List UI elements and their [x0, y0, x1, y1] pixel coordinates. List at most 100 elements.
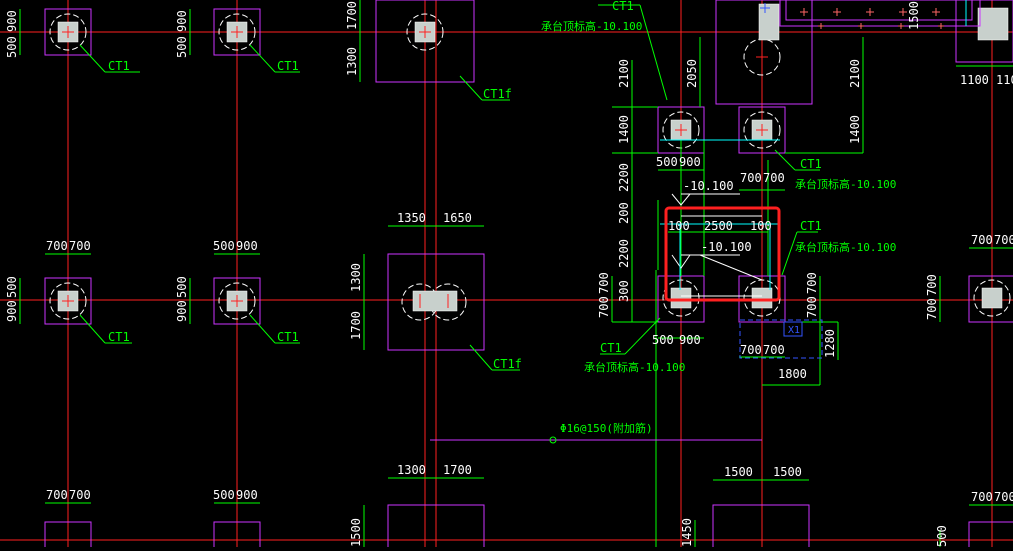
pile-cap-c1[interactable]	[44, 277, 92, 325]
dim-500: 500	[5, 276, 19, 298]
label-rebar: Φ16@150(附加筋)	[560, 421, 653, 435]
label-cap-elevation: 承台顶标高-10.100	[795, 177, 896, 191]
dim-900: 900	[679, 333, 701, 347]
label-ct1f: CT1f	[493, 357, 522, 371]
dim-900: 900	[5, 300, 19, 322]
pile-cap-a3[interactable]	[375, 0, 475, 83]
annotation-text: CT1 CT1 CT1f CT1 CT1 CT1f CT1 CT1 CT1 CT…	[108, 0, 896, 435]
label-ct1: CT1	[800, 219, 822, 233]
label-ct1: CT1	[612, 0, 634, 13]
dim-1300: 1300	[397, 463, 426, 477]
crosshair-cursor-icon	[760, 3, 770, 13]
label-ct1: CT1	[108, 330, 130, 344]
dim-2050: 2050	[685, 59, 699, 88]
pile-cap-c2[interactable]	[213, 277, 261, 325]
piles	[49, 13, 1011, 321]
dim-1100: 1100	[960, 73, 989, 87]
dim-1350: 1350	[397, 211, 426, 225]
dim-700: 700	[46, 488, 68, 502]
dim-1700: 1700	[443, 463, 472, 477]
rebar-line	[430, 436, 762, 444]
pile-cap-d2[interactable]	[213, 521, 261, 551]
dim-1700: 1700	[345, 1, 359, 30]
label-elevation: -10.100	[701, 240, 752, 254]
dim-500: 500	[213, 488, 235, 502]
dim-1500: 1500	[724, 465, 753, 479]
dim-700: 700	[994, 233, 1013, 247]
dim-700: 700	[971, 490, 993, 504]
label-cap-elevation: 承台顶标高-10.100	[795, 240, 896, 254]
dim-1800: 1800	[778, 367, 807, 381]
label-ct1: CT1	[277, 59, 299, 73]
pile-cap-c6[interactable]	[968, 275, 1013, 323]
dim-700: 700	[69, 239, 91, 253]
pile-caps	[44, 0, 1013, 551]
dim-500: 500	[656, 155, 678, 169]
dim-100: 100	[750, 219, 772, 233]
selection-rectangle[interactable]	[664, 206, 781, 302]
pile-cap-d4[interactable]	[712, 504, 810, 551]
dim-2500: 2500	[704, 219, 733, 233]
label-ct1: CT1	[277, 330, 299, 344]
label-ct1: CT1	[600, 341, 622, 355]
dim-1500: 1500	[349, 518, 363, 547]
dim-700: 700	[597, 272, 611, 294]
pile-cap-a2[interactable]	[213, 8, 261, 56]
label-ct1: CT1	[108, 59, 130, 73]
dim-500: 500	[5, 36, 19, 58]
pile-cap-d3[interactable]	[387, 504, 485, 551]
dim-900: 900	[175, 10, 189, 32]
pile-cap-c3[interactable]	[387, 253, 485, 351]
dim-900: 900	[175, 300, 189, 322]
label-cap-elevation: 承台顶标高-10.100	[541, 19, 642, 33]
dim-700: 700	[763, 171, 785, 185]
dim-700: 700	[597, 296, 611, 318]
pile-cap-d5[interactable]	[968, 521, 1013, 551]
label-elevation: -10.100	[683, 179, 734, 193]
dim-500: 500	[213, 239, 235, 253]
dim-1400: 1400	[617, 115, 631, 144]
dim-700: 700	[763, 343, 785, 357]
dimension-text-vertical: 500 900 500 900 900 500 900 500 1700 130…	[5, 1, 949, 547]
elevation-text: -10.100 -10.100	[683, 179, 752, 254]
dim-700: 700	[805, 296, 819, 318]
dim-700: 700	[971, 233, 993, 247]
dim-700: 700	[740, 343, 762, 357]
elevation-lines	[671, 193, 763, 297]
dim-1280: 1280	[823, 329, 837, 358]
pile-cap-d1[interactable]	[44, 521, 92, 551]
label-cap-elevation: 承台顶标高-10.100	[584, 360, 685, 374]
dim-100: 100	[668, 219, 690, 233]
dim-1650: 1650	[443, 211, 472, 225]
dim-2100: 2100	[617, 59, 631, 88]
dim-2200: 2200	[617, 163, 631, 192]
dim-500: 500	[175, 276, 189, 298]
dim-300: 300	[617, 280, 631, 302]
pile-cap-a5[interactable]	[715, 0, 813, 105]
dim-1300: 1300	[345, 47, 359, 76]
dim-200: 200	[617, 202, 631, 224]
pile-cap-b2[interactable]	[738, 106, 786, 154]
label-ct1f: CT1f	[483, 87, 512, 101]
dim-700: 700	[740, 171, 762, 185]
leader-lines	[79, 4, 820, 371]
dim-900: 900	[236, 239, 258, 253]
cyan-detail-lines	[660, 139, 780, 290]
column-crosses	[62, 26, 768, 308]
dim-110: 110	[996, 73, 1013, 87]
dim-700: 700	[925, 274, 939, 296]
dim-500: 500	[175, 36, 189, 58]
columns	[57, 3, 1009, 312]
dim-500: 500	[652, 333, 674, 347]
pile-cap-a1[interactable]	[44, 8, 92, 56]
pile-cap-a7[interactable]	[955, 0, 1013, 63]
dim-1500: 1500	[773, 465, 802, 479]
dim-1700: 1700	[349, 311, 363, 340]
dimension-text: 700 700 500 900 1350 1650 700 700 500 90…	[46, 73, 1013, 504]
dim-1450: 1450	[680, 518, 694, 547]
dim-700: 700	[805, 272, 819, 294]
dim-700: 700	[925, 298, 939, 320]
dim-900: 900	[236, 488, 258, 502]
